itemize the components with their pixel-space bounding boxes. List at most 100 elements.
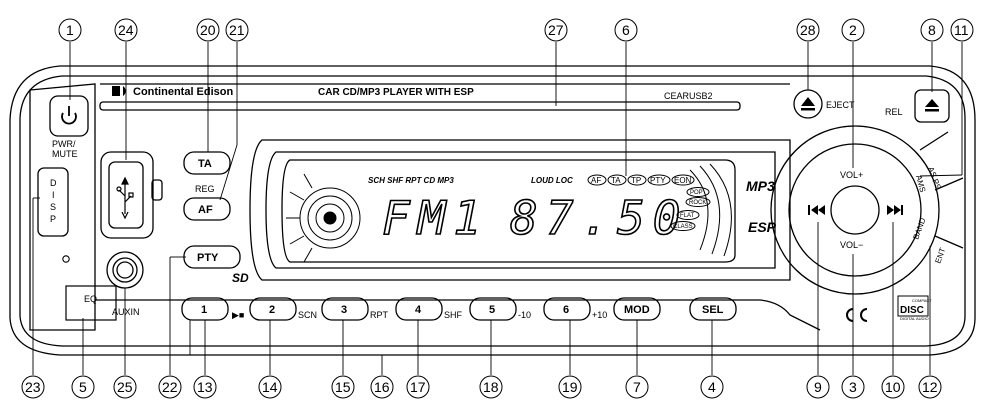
- as-ps-label: AS PS: [926, 166, 943, 191]
- disp-letter-s: S: [50, 202, 56, 212]
- disp-button[interactable]: [37, 167, 69, 237]
- ce-mark-icon: [846, 308, 868, 322]
- lcd-top-left-indicators: SCH SHF RPT CD MP3: [368, 176, 454, 185]
- svg-text:17: 17: [410, 379, 426, 395]
- brand-logo: [112, 86, 126, 96]
- callout-leaders: [32, 42, 963, 375]
- preset-5-func: -10: [518, 310, 531, 320]
- usb-port-cover[interactable]: [100, 151, 163, 239]
- eq-label: EQ: [84, 294, 97, 304]
- preset-button-6[interactable]: 6: [543, 297, 591, 321]
- svg-text:16: 16: [374, 379, 390, 395]
- usb-icon: [116, 176, 134, 220]
- svg-text:12: 12: [922, 379, 938, 395]
- cd-logo-digital: DIGITAL AUDIO: [900, 316, 929, 321]
- lcd-disc-graphic: [286, 173, 361, 263]
- disp-letter-d: D: [50, 178, 57, 188]
- lcd-wave-graphic: [689, 163, 732, 257]
- svg-text:25: 25: [117, 379, 133, 395]
- volume-knob-ring[interactable]: [770, 125, 964, 295]
- svg-text:14: 14: [262, 379, 278, 395]
- pty-label: PTY: [197, 252, 219, 264]
- lcd-badges: AF TA TP PTY EON: [587, 174, 695, 186]
- preset-button-3[interactable]: 3: [321, 297, 369, 321]
- preset-button-4[interactable]: 4: [395, 297, 443, 321]
- svg-text:4: 4: [708, 379, 716, 395]
- callout-13: 13: [193, 375, 217, 399]
- callout-6: 6: [614, 18, 638, 42]
- mod-button[interactable]: MOD: [613, 297, 661, 321]
- af-button[interactable]: AF: [183, 197, 231, 221]
- callout-27: 27: [544, 18, 568, 42]
- mute-label: MUTE: [52, 149, 78, 159]
- next-track-icon[interactable]: [887, 205, 903, 215]
- ta-button[interactable]: TA: [183, 151, 231, 175]
- lcd-freq-text: 87.50: [510, 191, 688, 245]
- aux-jack[interactable]: [106, 251, 144, 289]
- callout-7: 7: [625, 375, 649, 399]
- disp-letter-i: I: [52, 190, 55, 200]
- sel-label: SEL: [702, 304, 724, 316]
- svg-text:28: 28: [800, 22, 816, 38]
- svg-text:22: 22: [162, 379, 178, 395]
- mod-label: MOD: [624, 304, 650, 316]
- rel-label: REL: [885, 107, 903, 117]
- eq-button[interactable]: [65, 285, 117, 321]
- svg-text:7: 7: [633, 379, 641, 395]
- svg-text:20: 20: [200, 22, 216, 38]
- prev-track-icon[interactable]: [808, 205, 825, 215]
- brand-name: Continental Edison: [133, 86, 234, 98]
- preset-button-5[interactable]: 5: [469, 297, 517, 321]
- lcd-display: [249, 139, 791, 281]
- svg-text:10: 10: [885, 379, 901, 395]
- callouts-top: 1 24 20 21 27 6 28 2 8 11: [58, 18, 974, 42]
- preset-6-func: +10: [592, 310, 607, 320]
- callout-21: 21: [225, 18, 249, 42]
- svg-text:3: 3: [849, 379, 857, 395]
- svg-text:2: 2: [849, 22, 857, 38]
- callout-1: 1: [58, 18, 82, 42]
- svg-text:23: 23: [25, 379, 41, 395]
- callouts-bottom: 23 5 25 22 13 14 15 16 17 18 19 7 4 9 3 …: [21, 375, 942, 399]
- rel-button[interactable]: [914, 89, 950, 123]
- disp-letter-p: P: [50, 214, 56, 224]
- auxin-label: AUXIN: [112, 307, 140, 317]
- preset-button-1[interactable]: 1: [181, 297, 229, 321]
- svg-text:15: 15: [335, 379, 351, 395]
- pty-button[interactable]: PTY: [183, 245, 241, 269]
- callout-10: 10: [881, 375, 905, 399]
- header-title: CAR CD/MP3 PLAYER WITH ESP: [318, 87, 474, 98]
- mp3-logo: MP3: [746, 178, 775, 194]
- callout-28: 28: [796, 18, 820, 42]
- preset-1-func: ▶■: [232, 310, 244, 320]
- lcd-badge-tp: TP: [631, 176, 641, 185]
- indicator-hole: [62, 255, 70, 263]
- svg-text:24: 24: [118, 22, 134, 38]
- cd-logo: COMPACT DISC DIGITAL AUDIO: [897, 295, 932, 321]
- svg-text:5: 5: [79, 379, 87, 395]
- lcd-top-right-indicators: LOUD LOC: [531, 176, 573, 185]
- callout-17: 17: [406, 375, 430, 399]
- preset-3-func: RPT: [370, 310, 389, 320]
- callout-15: 15: [331, 375, 355, 399]
- callout-22: 22: [158, 375, 182, 399]
- callout-3: 3: [841, 375, 865, 399]
- preset-5-number: 5: [489, 304, 495, 316]
- svg-text:9: 9: [814, 379, 822, 395]
- callout-19: 19: [558, 375, 582, 399]
- callout-24: 24: [114, 18, 138, 42]
- ta-label: TA: [198, 158, 212, 170]
- sel-button[interactable]: SEL: [689, 297, 737, 321]
- eject-button[interactable]: [793, 89, 823, 119]
- ent-label: ENT: [933, 246, 947, 264]
- esp-logo: ESP: [748, 219, 777, 235]
- callout-12: 12: [918, 375, 942, 399]
- preset-button-2[interactable]: 2: [249, 297, 297, 321]
- power-button[interactable]: [49, 95, 89, 137]
- lcd-eq-flat: FLAT: [680, 213, 695, 219]
- preset-4-func: SHF: [444, 310, 463, 320]
- lcd-eq-pop: POP: [690, 190, 703, 196]
- preset-6-number: 6: [563, 304, 569, 316]
- vol-minus-label: VOL−: [840, 240, 863, 250]
